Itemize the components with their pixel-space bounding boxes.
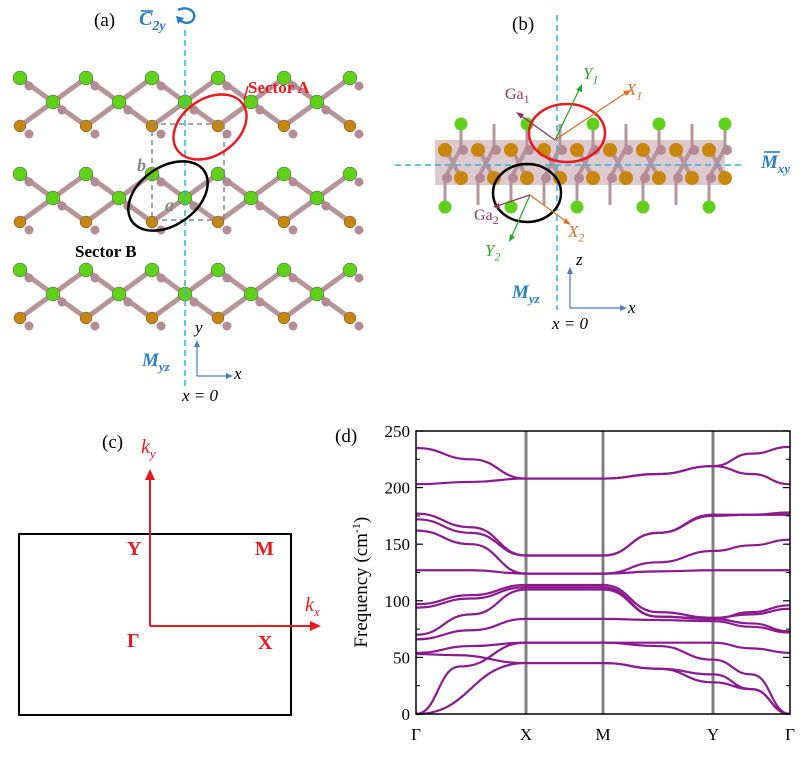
ky-arrow-icon bbox=[145, 469, 155, 480]
myz-label-a: Myz bbox=[142, 350, 170, 374]
sector-a-ellipse-b bbox=[527, 102, 607, 164]
bz-point-m: M bbox=[255, 538, 274, 560]
kx-arrow-icon bbox=[310, 621, 321, 631]
x2-label: X2 bbox=[568, 222, 585, 245]
phonon-branch bbox=[415, 641, 791, 654]
phonon-branch bbox=[415, 511, 791, 557]
y-axis-label: Frequency (cm-1) bbox=[348, 516, 373, 648]
sector-b-ellipse-b bbox=[491, 162, 563, 224]
ga1-label: Ga1 bbox=[505, 86, 530, 107]
bz-rectangle bbox=[18, 533, 292, 716]
phonon-branch bbox=[415, 617, 791, 641]
x-equals-zero-b: x = 0 bbox=[552, 314, 589, 333]
panel-b-structure bbox=[395, 15, 780, 311]
panel-c-label: (c) bbox=[102, 432, 124, 453]
axis-z-label-b: z bbox=[576, 250, 583, 269]
mxy-label: Mxy bbox=[761, 152, 791, 176]
x-tick-label: Γ bbox=[411, 725, 421, 744]
phonon-branch bbox=[415, 445, 791, 480]
bz-point-gamma: Γ bbox=[127, 630, 140, 652]
y-tick-label: 100 bbox=[385, 592, 411, 611]
rotation-arrow-icon bbox=[176, 7, 196, 24]
c2y-symbol: C2y bbox=[139, 8, 166, 34]
myz-label-b: Myz bbox=[512, 282, 540, 306]
panel-c: (c) ky kx Y M Γ X bbox=[0, 420, 340, 759]
y-tick-label: 150 bbox=[385, 535, 411, 554]
x-equals-zero-a: x = 0 bbox=[182, 386, 219, 405]
y1-label: Y1 bbox=[583, 64, 599, 87]
axis-x-label-b: x bbox=[628, 298, 636, 317]
axis-y-label-a: y bbox=[195, 318, 203, 337]
phonon-branch bbox=[415, 652, 791, 716]
phonon-branch bbox=[415, 588, 791, 636]
x-tick-label: Γ bbox=[785, 725, 795, 744]
sector-a-label: Sector A bbox=[248, 78, 310, 97]
panel-b: (b) Y1 X1 Ga1 Ga2 Y2 X2 Mxy Myz z x x = … bbox=[380, 0, 805, 420]
y2-label: Y2 bbox=[485, 241, 501, 264]
sector-a-ellipse bbox=[172, 93, 248, 161]
ga2-label: Ga2 bbox=[474, 207, 499, 228]
brillouin-zone bbox=[18, 469, 321, 716]
panel-b-label: (b) bbox=[512, 14, 535, 35]
lattice-a-label: a bbox=[165, 195, 174, 215]
panel-a-structure bbox=[12, 7, 364, 388]
axis-x-label-a: x bbox=[234, 364, 242, 383]
y-tick-label: 250 bbox=[385, 422, 411, 441]
phonon-branch bbox=[415, 583, 791, 619]
lattice-b-label: b bbox=[137, 155, 146, 175]
x-tick-label: M bbox=[595, 725, 610, 744]
phonon-branch bbox=[415, 569, 790, 575]
x-tick-label: X bbox=[520, 725, 532, 744]
y-tick-label: 200 bbox=[385, 479, 411, 498]
y-tick-label: 50 bbox=[393, 648, 410, 667]
sector-b-label: Sector B bbox=[75, 242, 137, 261]
bz-point-x: X bbox=[258, 632, 273, 654]
panel-a-label: (a) bbox=[94, 10, 116, 31]
bz-point-y: Y bbox=[127, 538, 142, 560]
phonon-branch bbox=[415, 529, 791, 575]
kx-label: kx bbox=[305, 594, 320, 619]
panel-a: (a) C2y Sector A Sector B b a Myz y x x … bbox=[0, 0, 380, 420]
panel-d-label: (d) bbox=[335, 426, 358, 447]
x-tick-label: Y bbox=[707, 725, 719, 744]
sector-b-ellipse bbox=[127, 160, 209, 232]
y-tick-label: 0 bbox=[402, 705, 411, 724]
phonon-branch bbox=[415, 586, 791, 621]
ky-label: ky bbox=[141, 436, 156, 461]
x1-label: X1 bbox=[626, 80, 643, 103]
